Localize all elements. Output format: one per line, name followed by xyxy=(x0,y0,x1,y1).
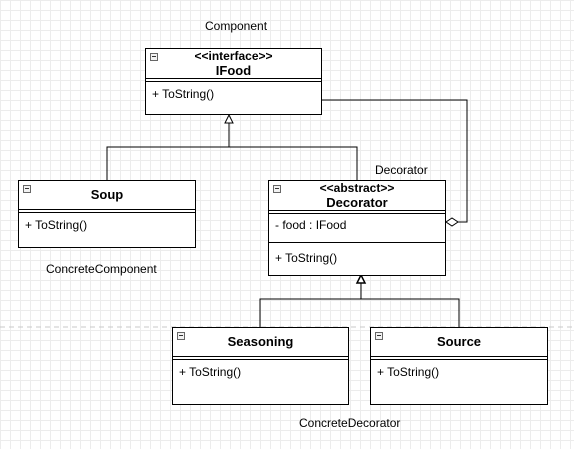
collapse-icon[interactable] xyxy=(375,332,383,340)
attributes-section: - food : IFood xyxy=(269,211,445,243)
class-stereotype: <<interface>> xyxy=(194,49,273,63)
collapse-icon[interactable] xyxy=(177,332,185,340)
concrete-component-label: ConcreteComponent xyxy=(46,262,157,276)
source-inheritance-line xyxy=(361,298,460,327)
class-header: <<abstract>> Decorator xyxy=(269,181,445,214)
class-header: Soup xyxy=(19,181,195,213)
aggregation-line xyxy=(321,99,468,223)
decorator-realization-line xyxy=(229,146,358,181)
concrete-decorator-label: ConcreteDecorator xyxy=(299,416,401,430)
operations-section: + ToString() xyxy=(371,357,547,383)
decorator-role-label: Decorator xyxy=(375,163,428,177)
class-source[interactable]: Source + ToString() xyxy=(370,327,548,405)
class-name: Source xyxy=(436,334,482,349)
attribute: - food : IFood xyxy=(275,218,347,232)
inheritance-arrowhead xyxy=(355,273,367,284)
class-decorator[interactable]: <<abstract>> Decorator - food : IFood + … xyxy=(268,180,446,276)
class-name: Soup xyxy=(90,187,124,202)
operations-section: + ToString() xyxy=(269,243,445,269)
component-label: Component xyxy=(205,19,268,33)
class-soup[interactable]: Soup + ToString() xyxy=(18,180,196,248)
class-header: Seasoning xyxy=(173,328,348,360)
class-stereotype: <<abstract>> xyxy=(319,181,395,195)
class-seasoning[interactable]: Seasoning + ToString() xyxy=(172,327,349,405)
class-name: IFood xyxy=(215,63,252,78)
operations-section: + ToString() xyxy=(146,79,321,105)
class-name: Seasoning xyxy=(227,334,294,349)
soup-realization-line xyxy=(106,122,230,181)
operation: + ToString() xyxy=(152,87,215,101)
operation: + ToString() xyxy=(275,251,338,265)
operations-section: + ToString() xyxy=(19,210,195,236)
seasoning-inheritance-line xyxy=(259,283,362,327)
class-ifood[interactable]: <<interface>> IFood + ToString() xyxy=(145,48,322,115)
realization-arrowhead xyxy=(224,113,234,124)
operation: + ToString() xyxy=(179,365,242,379)
class-name: Decorator xyxy=(326,195,388,210)
collapse-icon[interactable] xyxy=(273,185,281,193)
collapse-icon[interactable] xyxy=(150,53,158,61)
aggregation-diamond xyxy=(445,217,459,227)
class-header: <<interface>> IFood xyxy=(146,49,321,82)
class-header: Source xyxy=(371,328,547,360)
operation: + ToString() xyxy=(377,365,440,379)
operation: + ToString() xyxy=(25,218,88,232)
collapse-icon[interactable] xyxy=(23,185,31,193)
operations-section: + ToString() xyxy=(173,357,348,383)
